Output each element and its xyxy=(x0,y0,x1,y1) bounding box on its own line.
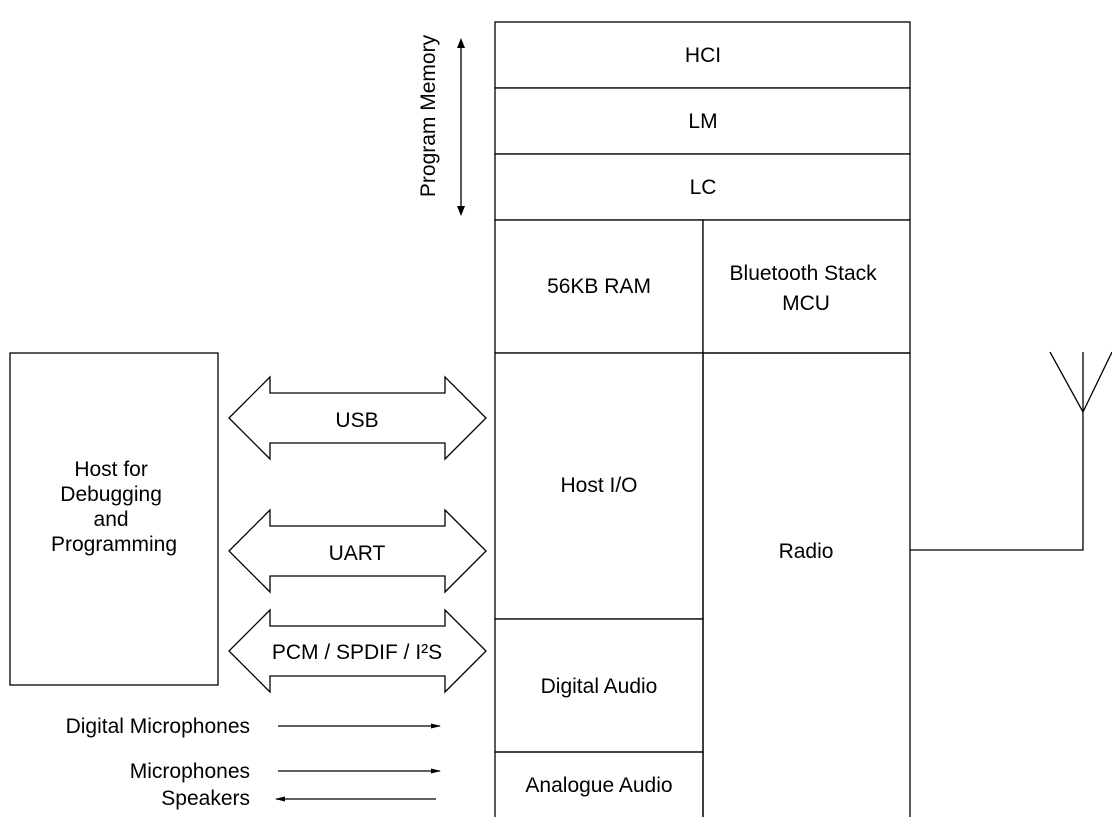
ram-label: 56KB RAM xyxy=(547,275,651,298)
speakers-label: Speakers xyxy=(161,787,250,810)
lm-block xyxy=(494,87,911,155)
digital-mics-label: Digital Microphones xyxy=(66,715,250,738)
host-box-line-1: Host for xyxy=(74,458,148,481)
host-box-line-2: Debugging xyxy=(60,483,162,506)
host-io-label: Host I/O xyxy=(560,474,637,497)
analogue-audio-label: Analogue Audio xyxy=(525,774,672,797)
host-io-block xyxy=(494,352,704,620)
pcm-label: PCM / SPDIF / I²S xyxy=(272,641,442,664)
usb-label: USB xyxy=(335,409,378,432)
lc-label: LC xyxy=(690,176,717,199)
uart-label: UART xyxy=(329,542,386,565)
radio-label: Radio xyxy=(779,540,834,563)
digital-audio-block xyxy=(494,618,704,753)
mcu-block xyxy=(702,219,911,354)
lm-label: LM xyxy=(688,110,717,133)
mics-label: Microphones xyxy=(130,760,250,783)
host-box-line-4: Programming xyxy=(51,533,177,556)
lc-block xyxy=(494,153,911,221)
mcu-label-line-2: MCU xyxy=(782,292,830,315)
digital-audio-label: Digital Audio xyxy=(541,675,658,698)
radio-block xyxy=(702,352,911,817)
hci-label: HCI xyxy=(685,44,721,67)
program-memory-arrow-up-head xyxy=(457,38,465,48)
program-memory-label: Program Memory xyxy=(417,34,440,197)
pcm-bus-arrow xyxy=(228,608,487,694)
host-box-label: Host for Debugging and Programming xyxy=(51,458,177,556)
host-box-line-3: and xyxy=(94,508,129,531)
ram-block xyxy=(494,219,704,354)
mcu-label-line-1: Bluetooth Stack xyxy=(730,262,878,285)
hci-block xyxy=(494,21,911,89)
mcu-label: Bluetooth Stack MCU xyxy=(730,262,883,315)
usb-bus-arrow xyxy=(228,375,487,461)
antenna-icon xyxy=(1049,351,1112,413)
uart-bus-arrow xyxy=(228,508,487,594)
host-box xyxy=(9,352,219,686)
antenna-feed-line xyxy=(910,412,1084,551)
program-memory-arrow-down-head xyxy=(457,206,465,216)
